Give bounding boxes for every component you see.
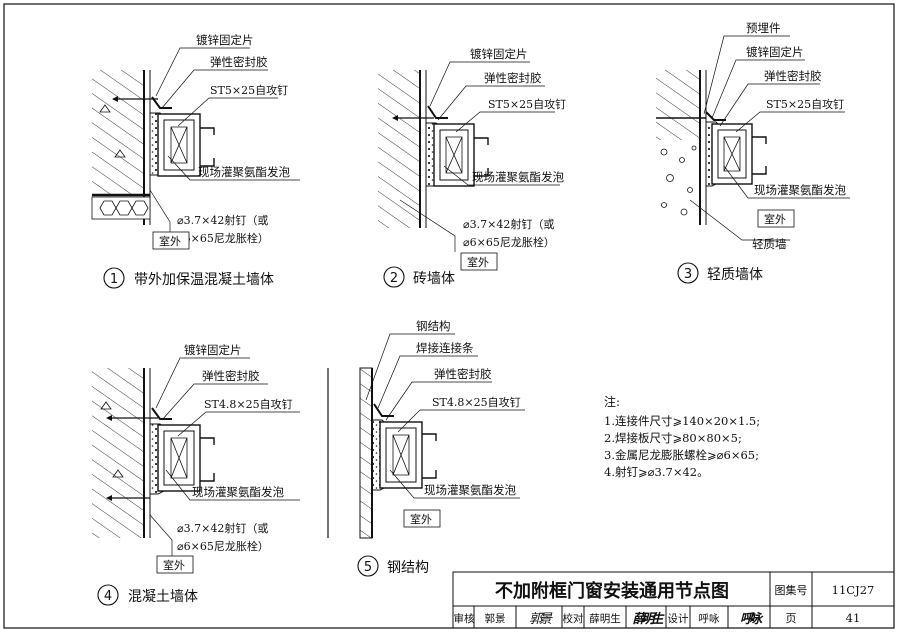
detail-1-number: 1 (110, 272, 118, 287)
atlas-label: 图集号 (775, 583, 808, 597)
review-label: 审核 (454, 612, 475, 625)
title-block (452, 571, 895, 629)
detail-1-title: 带外加保温混凝土墙体 (134, 272, 274, 288)
label-screw-2: ST5×25自攻钉 (488, 97, 566, 111)
label-zinc-plate-1: 镀锌固定片 (196, 33, 254, 47)
label-weld-strip: 焊接连接条 (416, 341, 474, 355)
label-foam-3: 现场灌聚氨酯发泡 (754, 183, 846, 197)
label-light-wall: 轻质墙 (752, 237, 787, 251)
sheet-border (3, 3, 895, 629)
detail-4-title: 混凝土墙体 (128, 589, 198, 605)
detail-5-drawing (327, 367, 437, 539)
reviewer-signature: 郭景 (529, 612, 556, 627)
detail-5-number-circle (357, 555, 379, 577)
label-nail-4b: ⌀6×65尼龙胀栓） (177, 539, 269, 553)
detail-4-number-circle (97, 584, 119, 606)
detail-2-number-circle (383, 266, 405, 288)
label-nail-1b: ⌀6×65尼龙胀栓） (177, 231, 269, 245)
reviewer-name: 郭景 (485, 612, 506, 625)
notes-heading: 注: (604, 394, 620, 409)
note-3: 3.金属尼龙膨胀螺栓⩾⌀6×65; (604, 448, 759, 462)
label-sealant-2: 弹性密封胶 (484, 71, 542, 85)
checker-signature: 薛明生 (632, 611, 669, 627)
label-screw-4: ST4.8×25自攻钉 (204, 397, 293, 411)
detail-2-drawing (378, 70, 489, 228)
label-zinc-plate-2: 镀锌固定片 (470, 47, 528, 61)
label-outdoor-4: 室外 (163, 558, 185, 572)
label-outdoor-3: 室外 (764, 212, 786, 226)
note-4: 4.射钉⩾⌀3.7×42。 (604, 465, 709, 479)
label-sealant-4: 弹性密封胶 (202, 369, 260, 383)
detail-4-leaders (149, 357, 300, 560)
label-outdoor-2: 室外 (467, 255, 489, 269)
check-label: 校对 (563, 612, 584, 625)
checker-name: 薛明生 (589, 612, 621, 625)
page-label: 页 (786, 612, 797, 625)
label-steel-member: 钢结构 (416, 319, 451, 333)
label-nail-1a: ⌀3.7×42射钉（或 (177, 213, 268, 227)
detail-5-title: 钢结构 (387, 560, 429, 576)
label-foam-5: 现场灌聚氨酯发泡 (424, 483, 516, 497)
label-sealant-1: 弹性密封胶 (210, 55, 268, 69)
detail-2-number: 2 (390, 271, 398, 286)
design-label: 设计 (668, 612, 689, 625)
detail-1-number-circle (103, 267, 125, 289)
label-nail-2a: ⌀3.7×42射钉（或 (463, 217, 554, 231)
detail-1-drawing (91, 70, 215, 225)
label-zinc-plate-4: 镀锌固定片 (184, 343, 242, 357)
outdoor-box-3 (757, 209, 795, 228)
detail-5-leaders (365, 333, 525, 499)
note-1: 1.连接件尺寸⩾140×20×1.5; (604, 414, 760, 428)
label-nail-2b: ⌀6×65尼龙胀栓） (463, 235, 555, 249)
detail-3-drawing (656, 70, 767, 225)
outdoor-box-2 (460, 252, 498, 271)
label-screw-1: ST5×25自攻钉 (210, 83, 288, 97)
label-screw-5: ST4.8×25自攻钉 (432, 395, 521, 409)
label-zinc-plate-3: 镀锌固定片 (746, 45, 804, 59)
label-outdoor-1: 室外 (159, 234, 181, 248)
detail-2-title: 砖墙体 (413, 271, 455, 287)
atlas-number: 11CJ27 (832, 583, 875, 597)
label-foam-2: 现场灌聚氨酯发泡 (472, 170, 564, 184)
label-nail-4a: ⌀3.7×42射钉（或 (177, 521, 268, 535)
detail-4-drawing (92, 368, 215, 538)
label-sealant-5: 弹性密封胶 (434, 367, 492, 381)
detail-3-title: 轻质墙体 (707, 267, 763, 283)
outdoor-box-1 (152, 231, 190, 250)
label-foam-1: 现场灌聚氨酯发泡 (198, 165, 290, 179)
note-2: 2.焊接板尺寸⩾80×80×5; (604, 431, 742, 445)
detail-2-leaders (399, 61, 560, 252)
detail-3-leaders (689, 35, 850, 241)
outdoor-box-4 (156, 555, 194, 574)
label-outdoor-5: 室外 (410, 512, 432, 526)
label-sealant-3: 弹性密封胶 (764, 69, 822, 83)
detail-3-number-circle (677, 262, 699, 284)
label-embedded: 预埋件 (746, 21, 781, 35)
designer-name: 呼咏 (699, 613, 720, 625)
detail-3-number: 3 (684, 267, 692, 282)
detail-4-number: 4 (104, 589, 112, 604)
svg-text:郭景: 郭景 (529, 612, 553, 627)
page-number: 41 (846, 611, 861, 625)
svg-text:呼咏: 呼咏 (740, 611, 764, 627)
label-screw-3: ST5×25自攻钉 (766, 97, 844, 111)
svg-text:薛明生: 薛明生 (632, 611, 665, 627)
drawing-title: 不加附框门窗安装通用节点图 (495, 580, 729, 602)
outdoor-box-5 (403, 509, 441, 528)
label-foam-4: 现场灌聚氨酯发泡 (192, 485, 284, 499)
designer-signature: 呼咏 (740, 611, 768, 627)
detail-5-number: 5 (364, 560, 372, 575)
